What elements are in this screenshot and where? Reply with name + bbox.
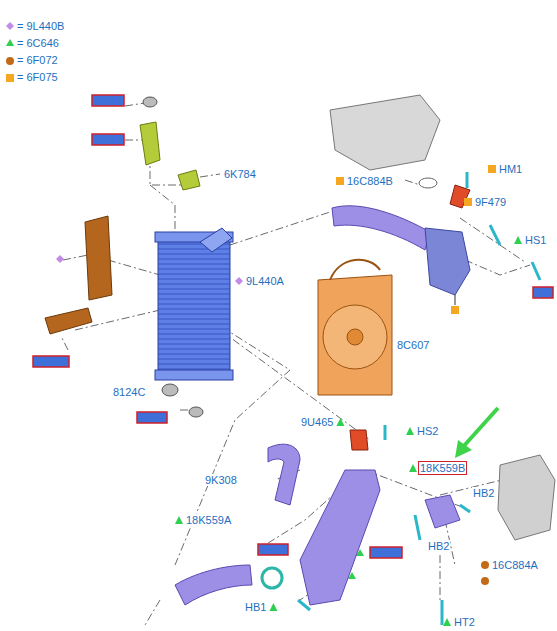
symbol-mark bbox=[488, 165, 496, 173]
callout-number: 16C884B bbox=[346, 175, 394, 187]
callout-number: HM1 bbox=[498, 163, 523, 175]
legend-text: = 6F075 bbox=[16, 71, 59, 83]
callout-number: 16C884A bbox=[491, 559, 539, 571]
symbol-mark bbox=[336, 418, 344, 426]
callout-number: 18K559B bbox=[419, 462, 466, 474]
symbol-mark bbox=[443, 618, 451, 626]
callout-number: 8C607 bbox=[396, 339, 430, 351]
callout-number: 8124C bbox=[112, 386, 146, 398]
callout-number: 9K308 bbox=[204, 474, 238, 486]
callout-number: 6K784 bbox=[223, 168, 257, 180]
symbol-mark bbox=[409, 464, 417, 472]
callout-number: HB1 bbox=[244, 601, 267, 613]
callout-number: HB2 bbox=[472, 487, 495, 499]
legend-text: = 9L440B bbox=[16, 20, 65, 32]
symbol-mark bbox=[406, 427, 414, 435]
legend-text: = 6F072 bbox=[16, 54, 59, 66]
callout-number: HS1 bbox=[524, 234, 547, 246]
symbol-mark bbox=[481, 561, 489, 569]
symbol-mark bbox=[269, 603, 277, 611]
legend-text: = 6C646 bbox=[16, 37, 60, 49]
callout-number: 18K559A bbox=[185, 514, 232, 526]
symbol-mark bbox=[514, 236, 522, 244]
callout-number: 9U465 bbox=[300, 416, 334, 428]
callout-number: HB2 bbox=[427, 540, 450, 552]
callout-number: HS2 bbox=[416, 425, 439, 437]
symbol-mark bbox=[464, 198, 472, 206]
symbol-mark bbox=[336, 177, 344, 185]
callout-number: HT2 bbox=[453, 616, 476, 628]
symbol-mark bbox=[235, 277, 243, 285]
callout-number: 9F479 bbox=[474, 196, 507, 208]
callout-number: 9L440A bbox=[245, 275, 285, 287]
symbol-mark bbox=[175, 516, 183, 524]
